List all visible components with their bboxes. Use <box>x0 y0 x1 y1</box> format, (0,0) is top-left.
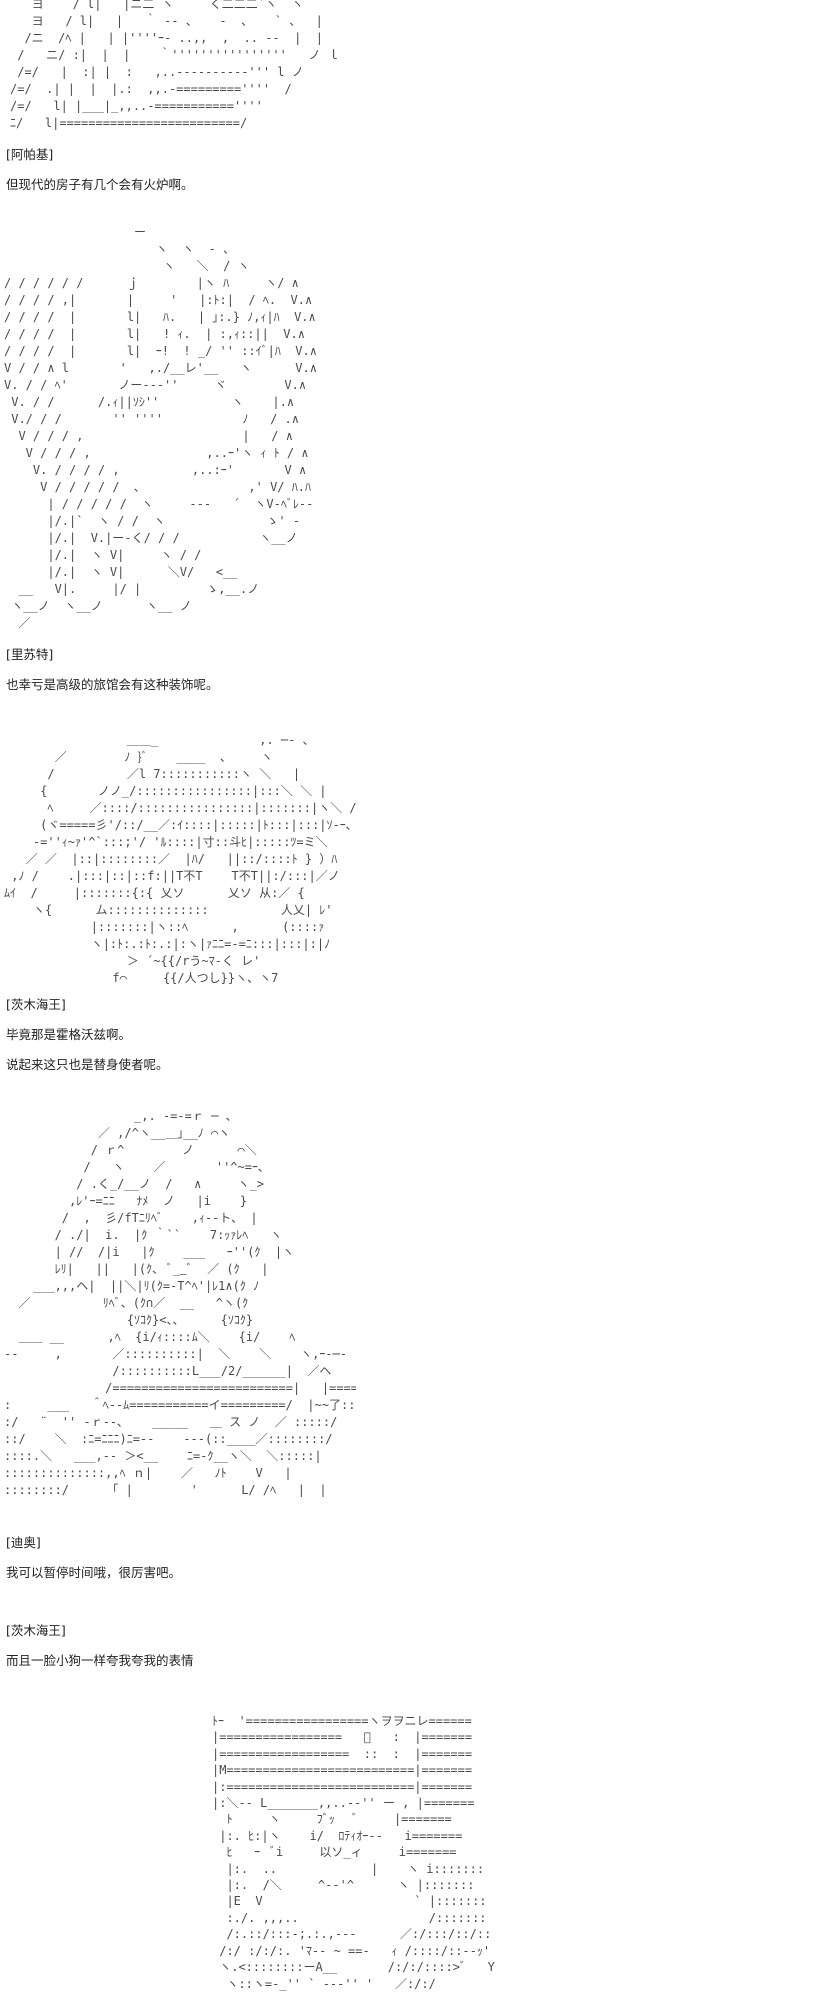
speaker-name: [茨木海王] <box>6 997 66 1012</box>
ascii-art-2: ー ヽ ヽ ‐ 、 ヽ ＼ / ヽ / / / / / / ｊ |ヽ ﾊ ヽ/ … <box>4 225 317 630</box>
speaker-name: [茨木海王] <box>6 1623 66 1638</box>
dialogue-post: [阿帕基] 但现代的房子有几个会有火炉啊。 <box>6 140 606 200</box>
dialogue-post: [里苏特] 也幸亏是高级的旅馆会有这种装饰呢。 <box>6 640 606 700</box>
speaker-name: [迪奥] <box>6 1535 41 1550</box>
dialogue-line: 说起来这只也是替身使者呢。 <box>6 1057 169 1072</box>
dialogue-post: [茨木海王] 而且一脸小狗一样夸我夸我的表情 <box>6 1616 606 1676</box>
dialogue-post: [迪奥] 我可以暂停时间哦，很厉害吧。 <box>6 1528 606 1588</box>
dialogue-line: 而且一脸小狗一样夸我夸我的表情 <box>6 1653 194 1668</box>
dialogue-line: 但现代的房子有几个会有火炉啊。 <box>6 177 194 192</box>
ascii-art-1: ヨ / l| |ニ二 ヽ く二二二`ヽ ヽ ヨ / l| | ｀ ‐- 、 ‐ … <box>10 0 340 130</box>
ascii-art-4: _,. -=-=ｒ ─ 、 ／ ,/^ヽ__＿｣__ﾉ ⌒ヽ / ｒ^ ノ ⌒＼… <box>4 1109 356 1497</box>
ascii-art-5: ﾄｰ '=================ヽヲヲニレ====== |======… <box>212 1714 495 1991</box>
speaker-name: [里苏特] <box>6 647 54 662</box>
speaker-name: [阿帕基] <box>6 147 54 162</box>
ascii-art-3: ＿＿_ ,. ─- 、 ／ ﾉ }ﾞ ____ 、 ヽ / ／l 7::::::… <box>4 733 357 985</box>
dialogue-line: 毕竟那是霍格沃兹啊。 <box>6 1027 132 1042</box>
dialogue-post: [茨木海王] 毕竟那是霍格沃兹啊。 说起来这只也是替身使者呢。 <box>6 990 606 1080</box>
dialogue-line: 我可以暂停时间哦，很厉害吧。 <box>6 1565 182 1580</box>
dialogue-line: 也幸亏是高级的旅馆会有这种装饰呢。 <box>6 677 219 692</box>
